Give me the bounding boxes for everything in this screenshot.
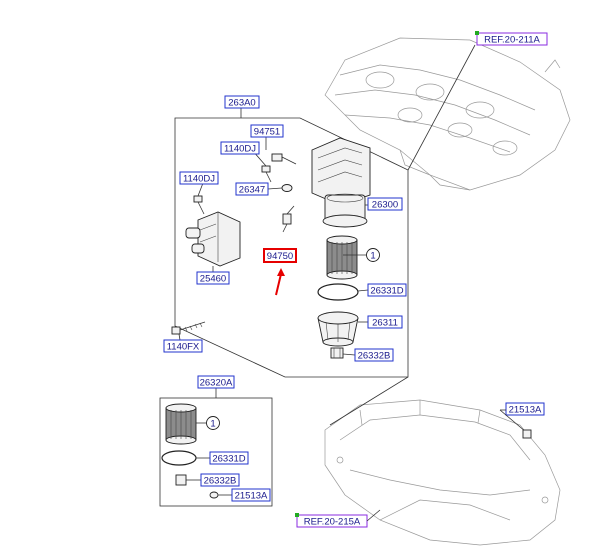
leader-lines bbox=[178, 136, 369, 356]
callout-1-main: 1 bbox=[366, 248, 380, 262]
label-21513A-kit[interactable]: 21513A bbox=[231, 488, 271, 502]
label-26331D-kit-text: 26331D bbox=[212, 454, 245, 465]
oil-pan-drain-bolt bbox=[522, 429, 532, 439]
oil-filter-housing bbox=[311, 137, 371, 228]
oil-pan-ghost bbox=[324, 399, 561, 546]
highlight-arrow bbox=[275, 268, 285, 296]
label-26332B-kit-text: 26332B bbox=[204, 476, 237, 487]
oil-pressure-switch-94751 bbox=[271, 153, 297, 165]
callout-1-kit-text: 1 bbox=[210, 419, 215, 430]
ref-20-215A[interactable]: REF.20-215A bbox=[295, 513, 368, 528]
label-1140DJ-top[interactable]: 1140DJ bbox=[220, 141, 260, 155]
label-26332B-main[interactable]: 26332B bbox=[354, 348, 394, 362]
oil-cooler bbox=[185, 211, 241, 267]
drain-plug bbox=[330, 347, 344, 359]
ref-20-211A-text: REF.20-211A bbox=[484, 35, 540, 46]
bolt-1140DJ-top bbox=[261, 165, 272, 183]
label-26320A[interactable]: 26320A bbox=[197, 375, 235, 389]
kit-oil-filter-element bbox=[165, 403, 197, 445]
bolt-1140DJ-left bbox=[193, 195, 205, 215]
label-1140FX-text: 1140FX bbox=[167, 342, 200, 353]
label-26331D-kit[interactable]: 26331D bbox=[209, 451, 249, 465]
leader-ref-215 bbox=[366, 509, 381, 522]
label-1140DJ-top-text: 1140DJ bbox=[224, 144, 256, 155]
label-21513A-right-text: 21513A bbox=[509, 405, 542, 416]
label-26331D-main-text: 26331D bbox=[370, 286, 403, 297]
kit-o-ring bbox=[161, 450, 197, 466]
engine-block-ghost bbox=[324, 37, 571, 191]
label-94750[interactable]: 94750 bbox=[263, 248, 297, 263]
label-94751[interactable]: 94751 bbox=[250, 124, 284, 138]
bolt-1140FX bbox=[171, 321, 206, 335]
label-26311[interactable]: 26311 bbox=[367, 315, 403, 329]
label-94751-text: 94751 bbox=[254, 127, 280, 138]
label-26332B-kit[interactable]: 26332B bbox=[200, 473, 240, 487]
label-21513A-right[interactable]: 21513A bbox=[505, 402, 545, 416]
label-26331D-main[interactable]: 26331D bbox=[367, 283, 407, 297]
label-1140DJ-left-text: 1140DJ bbox=[183, 174, 215, 185]
label-26347[interactable]: 26347 bbox=[235, 182, 269, 196]
label-94750-text: 94750 bbox=[267, 251, 293, 262]
main-assembly-frame bbox=[174, 44, 476, 426]
filter-cap bbox=[317, 311, 359, 347]
label-26332B-main-text: 26332B bbox=[358, 351, 391, 362]
label-1140FX[interactable]: 1140FX bbox=[163, 339, 203, 353]
label-26300[interactable]: 26300 bbox=[367, 197, 403, 211]
oil-filter-element bbox=[326, 235, 358, 280]
label-26320A-text: 26320A bbox=[200, 378, 233, 389]
callout-1-main-text: 1 bbox=[370, 251, 375, 262]
label-25460[interactable]: 25460 bbox=[196, 271, 230, 285]
label-26347-text: 26347 bbox=[239, 185, 265, 196]
ref-20-211A[interactable]: REF.20-211A bbox=[475, 31, 548, 46]
label-1140DJ-left[interactable]: 1140DJ bbox=[179, 171, 219, 185]
label-263A0[interactable]: 263A0 bbox=[224, 95, 260, 109]
label-26311-text: 26311 bbox=[372, 318, 398, 329]
label-26300-text: 26300 bbox=[372, 200, 398, 211]
kit-gasket bbox=[209, 491, 219, 499]
oil-temp-sensor-94750 bbox=[282, 205, 295, 233]
gasket-26347 bbox=[281, 184, 293, 192]
filter-kit-frame bbox=[159, 388, 273, 507]
ref-20-215A-text: REF.20-215A bbox=[304, 517, 361, 528]
kit-drain-plug bbox=[175, 474, 187, 486]
label-21513A-kit-text: 21513A bbox=[235, 491, 268, 502]
label-25460-text: 25460 bbox=[200, 274, 226, 285]
label-263A0-text: 263A0 bbox=[228, 98, 255, 109]
callout-1-kit: 1 bbox=[206, 416, 220, 430]
o-ring bbox=[317, 283, 359, 301]
leader-21513A-2 bbox=[499, 409, 527, 433]
